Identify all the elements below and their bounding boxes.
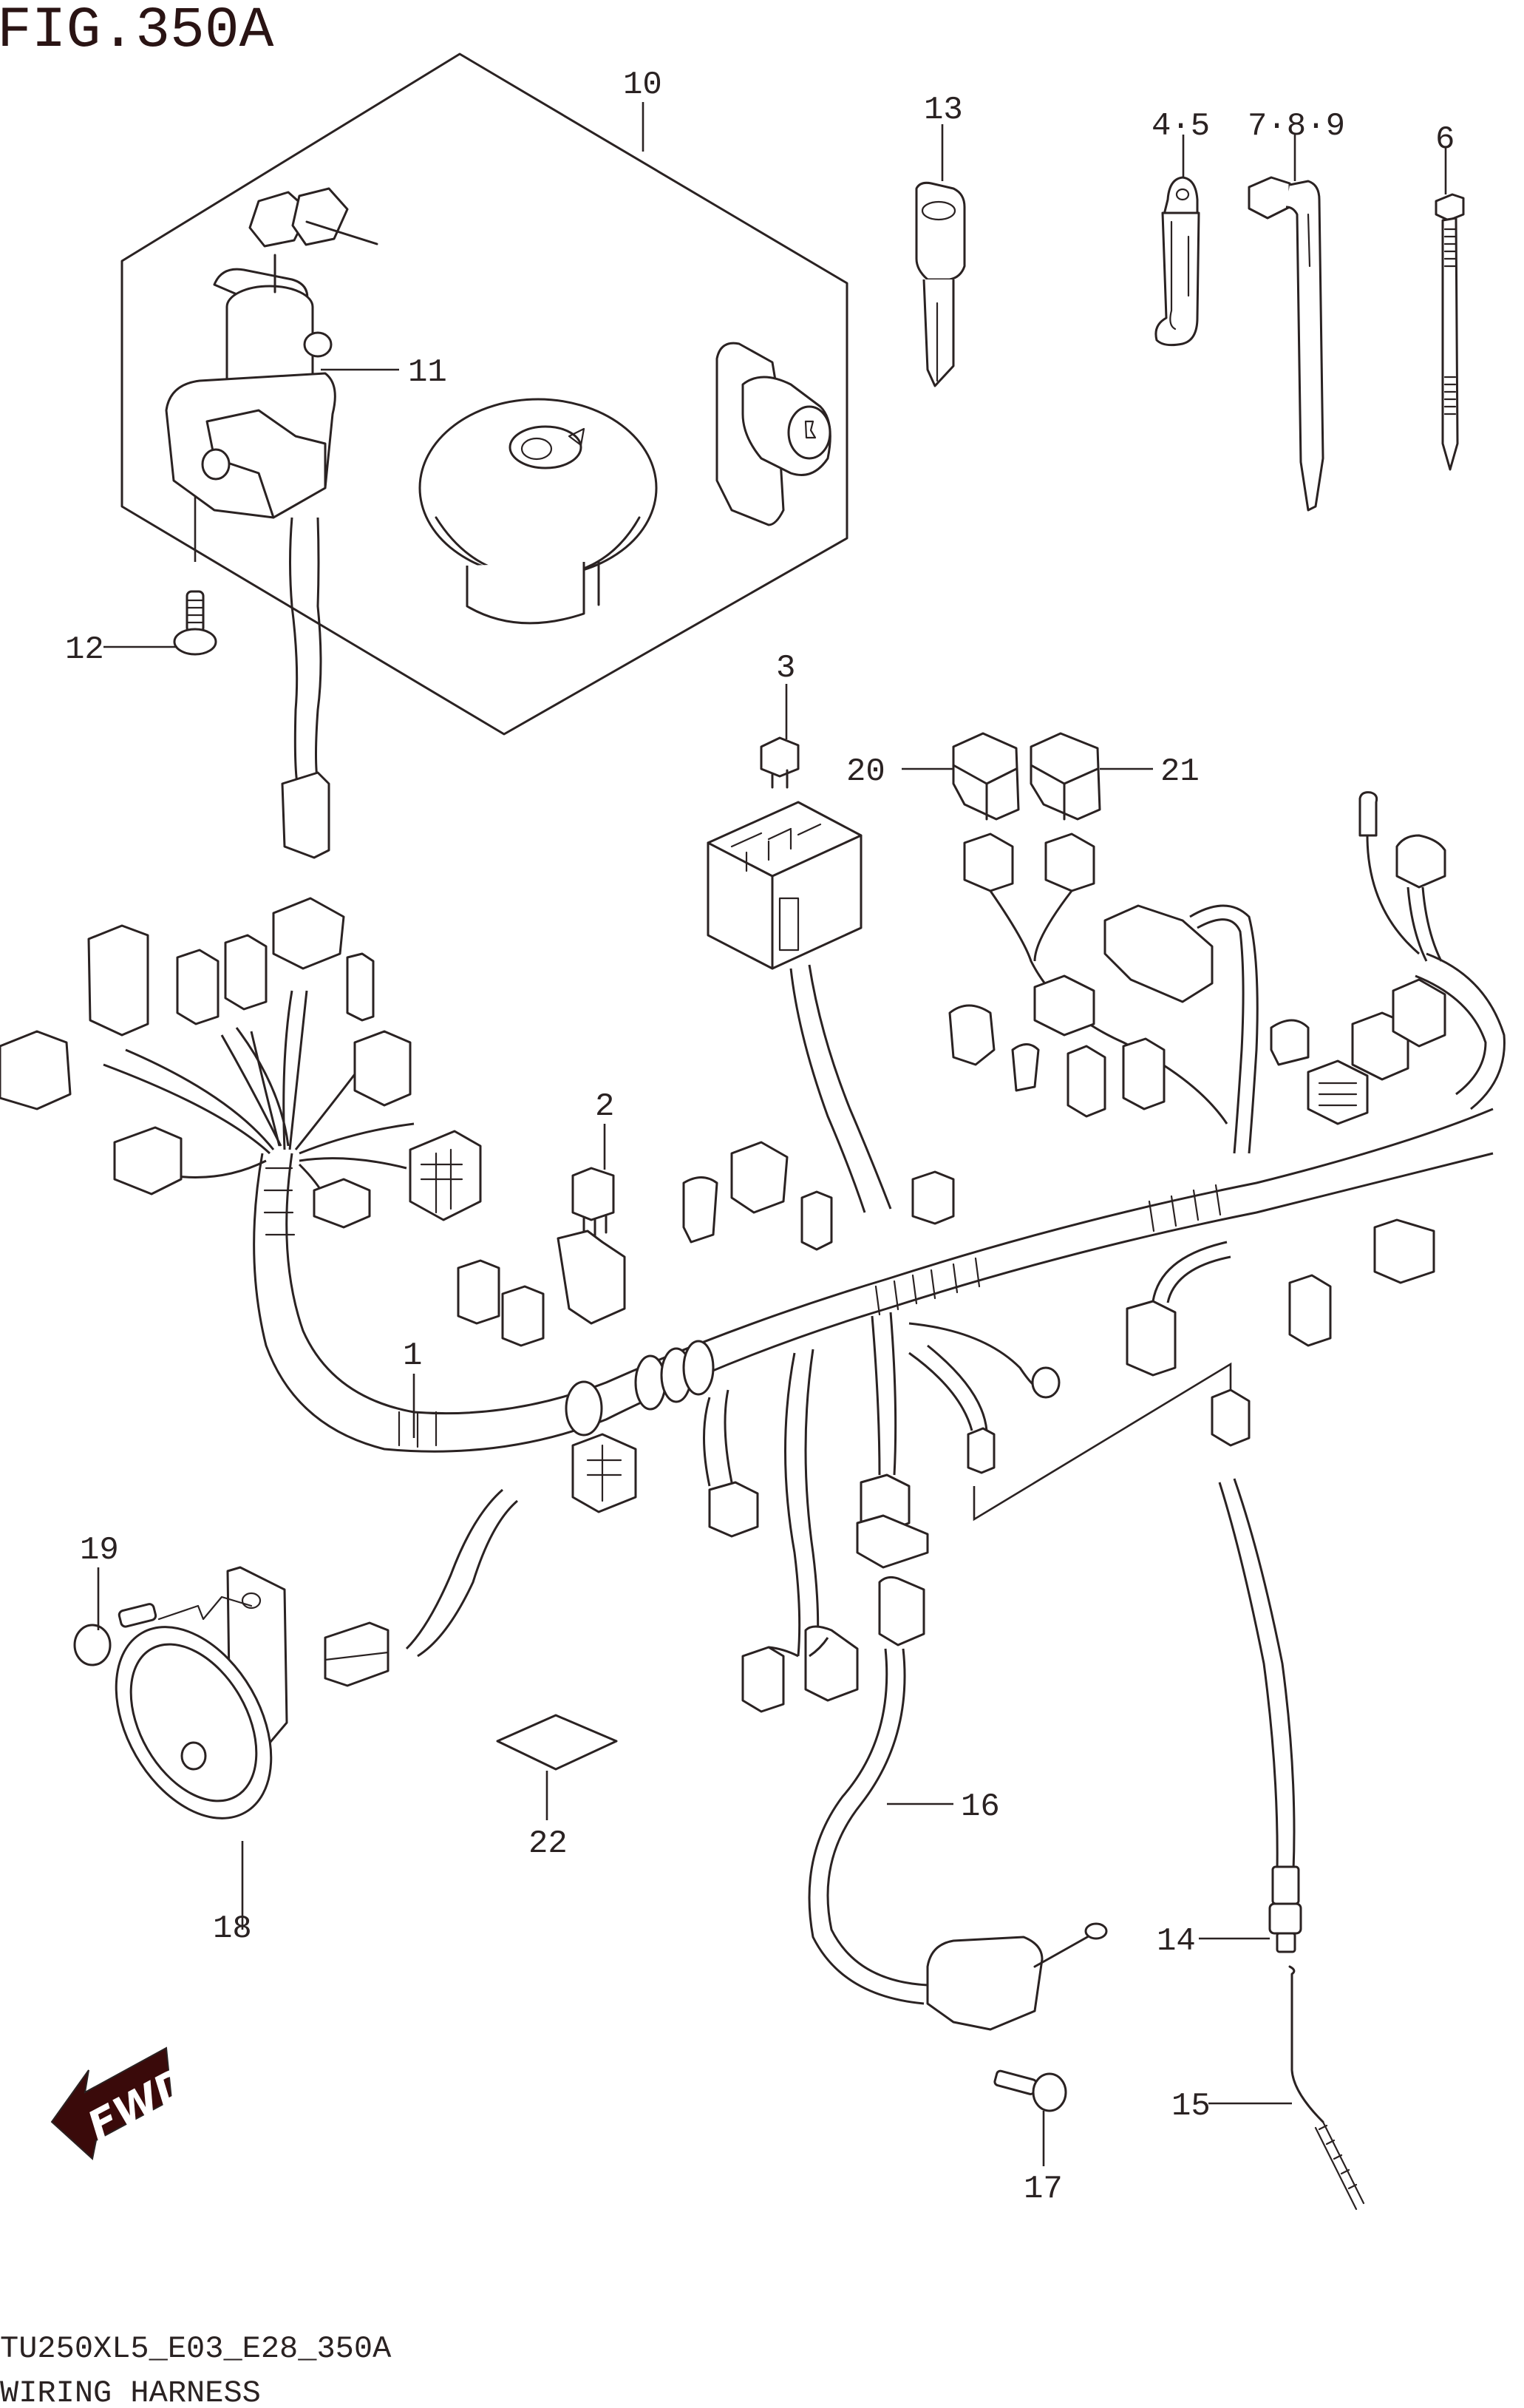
bolt-19-drawing xyxy=(73,1595,253,1666)
model-code: TU250XL5_E03_E28_350A xyxy=(0,2331,392,2367)
main-harness-drawing xyxy=(103,990,1494,1453)
bolt-17-drawing xyxy=(993,2069,1067,2112)
callout-7-8-9: 7·8·9 xyxy=(1248,108,1345,145)
callout-22: 22 xyxy=(528,1825,568,1862)
harness-connectors-middle xyxy=(457,1141,955,1538)
callout-16: 16 xyxy=(961,1788,1000,1825)
callout-19: 19 xyxy=(80,1532,119,1569)
clamp-band-drawing xyxy=(1248,176,1324,512)
callout-14: 14 xyxy=(1157,1923,1196,1960)
connector-cover-21-drawing xyxy=(1030,732,1101,892)
seat-lock-drawing xyxy=(715,342,831,526)
ecm-connector-drawing xyxy=(1103,904,1214,1003)
fuse-drawing xyxy=(760,736,800,789)
harness-clamp-drawing xyxy=(1154,176,1200,347)
harness-connectors-upper-left xyxy=(0,771,482,1229)
harness-lower-branch xyxy=(741,1349,925,1713)
connector-cover-20-drawing xyxy=(952,732,1020,892)
callout-labels: 10 11 12 13 4·5 7·8·9 6 3 20 21 2 1 19 1… xyxy=(65,67,1455,2208)
callout-13: 13 xyxy=(924,92,963,129)
callout-2: 2 xyxy=(595,1088,614,1125)
callout-4-5: 4·5 xyxy=(1151,108,1210,145)
fwd-direction-marker: FWD xyxy=(50,2046,198,2160)
callout-17: 17 xyxy=(1024,2171,1063,2208)
callout-21: 21 xyxy=(1160,753,1200,790)
callout-10: 10 xyxy=(623,67,662,104)
rear-brake-switch-drawing xyxy=(1211,1388,1302,1953)
wiring-label-drawing xyxy=(496,1714,618,1771)
callout-12: 12 xyxy=(65,631,104,668)
callout-20: 20 xyxy=(846,753,885,790)
key-drawing xyxy=(915,181,966,387)
horn-drawing xyxy=(115,1566,288,1819)
callout-leaders xyxy=(97,102,1447,2166)
side-stand-switch-drawing xyxy=(808,1648,1108,2031)
connector-bracket-line xyxy=(973,1362,1232,1522)
harness-connectors-right xyxy=(856,791,1506,1569)
ignition-switch-drawing xyxy=(165,187,378,784)
figure-title: FIG.350A xyxy=(0,0,274,64)
callout-3: 3 xyxy=(776,650,795,687)
callout-6: 6 xyxy=(1435,121,1455,158)
horn-lead-drawing xyxy=(324,1488,518,1687)
lock-set-group xyxy=(120,52,848,784)
callout-1: 1 xyxy=(403,1337,422,1374)
fuse-box-drawing xyxy=(707,801,892,1213)
callout-18: 18 xyxy=(213,1910,252,1947)
lock-set-outline xyxy=(120,52,848,736)
spring-drawing xyxy=(1288,1965,1365,2211)
cable-tie-drawing xyxy=(1435,193,1465,471)
fuel-cap-drawing xyxy=(418,398,658,625)
relay-drawing xyxy=(571,1167,615,1238)
figure-caption: WIRING HARNESS xyxy=(0,2375,261,2408)
screw-drawing xyxy=(173,590,217,656)
callout-15: 15 xyxy=(1171,2088,1211,2125)
callout-11: 11 xyxy=(408,354,447,391)
